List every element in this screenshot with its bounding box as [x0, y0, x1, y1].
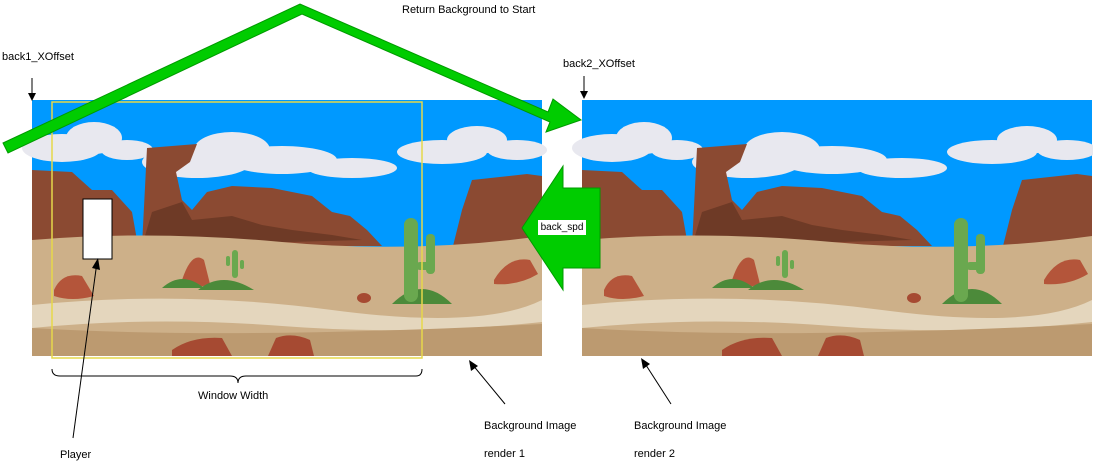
- window-width-brace: [51, 368, 423, 384]
- render1-label-line2: render 1: [484, 448, 525, 460]
- return-arrow-label: Return Background to Start: [402, 4, 536, 16]
- back2-offset-label: back2_XOffset: [563, 58, 635, 70]
- player-box: [82, 198, 113, 260]
- speed-label: back_spd: [538, 220, 586, 235]
- render2-label-line2: render 2: [634, 448, 675, 460]
- player-pointer: [72, 258, 100, 439]
- back1-offset-label: back1_XOffset: [2, 51, 74, 63]
- render2-pointer: [641, 358, 672, 405]
- window-frame: [51, 101, 423, 359]
- window-width-label: Window Width: [198, 390, 269, 402]
- player-label: Player: [60, 449, 92, 461]
- return-arrow: [2, 3, 583, 154]
- background-render-2: [572, 100, 1093, 356]
- render1-pointer: [469, 360, 506, 405]
- render1-label-line1: Background Image: [484, 420, 577, 432]
- back2-offset-pointer: [580, 76, 588, 99]
- back1-offset-pointer: [28, 78, 36, 101]
- render2-label-line1: Background Image: [634, 420, 727, 432]
